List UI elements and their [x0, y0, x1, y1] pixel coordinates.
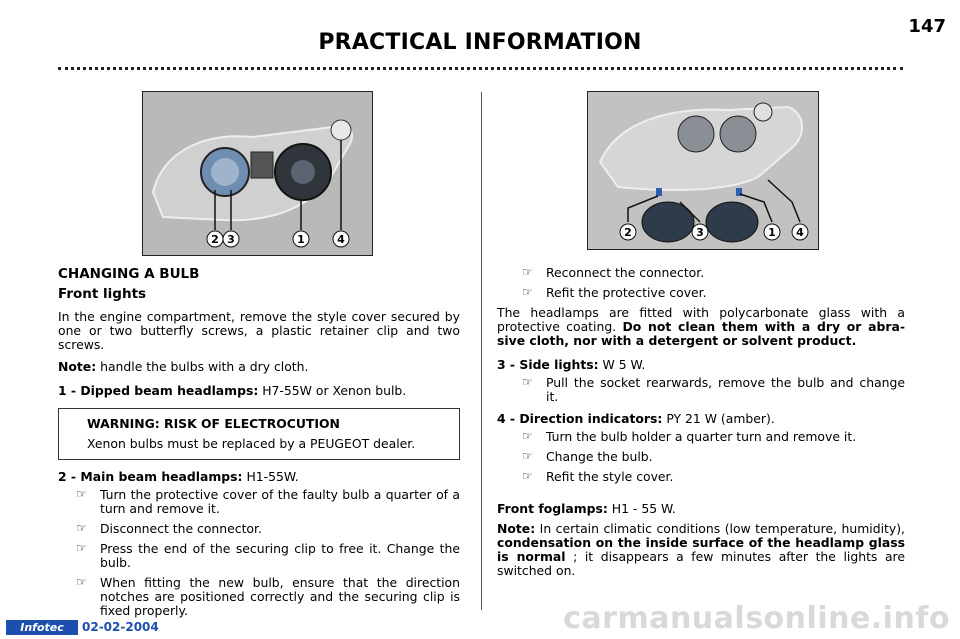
- right-column: ☞Reconnect the connector. ☞Refit the pro…: [497, 265, 905, 578]
- callout-4: 4: [337, 233, 345, 246]
- item-2-steps: ☞Turn the protective cover of the faulty…: [58, 487, 460, 618]
- callout-4: 4: [796, 226, 804, 239]
- infotec-logo: Infotec: [6, 620, 78, 635]
- item-4-label: 4 - Direction indicators:: [497, 411, 663, 426]
- pointing-hand-icon: ☞: [522, 265, 533, 279]
- pointing-hand-icon: ☞: [76, 575, 87, 589]
- warning-title: WARNING: RISK OF ELECTROCUTION: [87, 416, 340, 431]
- pointing-hand-icon: ☞: [522, 469, 533, 483]
- pointing-hand-icon: ☞: [522, 375, 533, 389]
- glass-paragraph: The headlamps are fitted with polycarbon…: [497, 305, 905, 348]
- item-1-text: H7-55W or Xenon bulb.: [258, 383, 407, 398]
- pointing-hand-icon: ☞: [522, 449, 533, 463]
- pointing-hand-icon: ☞: [76, 487, 87, 501]
- page-number: 147: [908, 16, 946, 37]
- item-3-text: W 5 W.: [598, 357, 646, 372]
- callout-3: 3: [227, 233, 235, 246]
- list-item: ☞Change the bulb.: [522, 449, 653, 464]
- watermark: carmanualsonline.info: [563, 601, 950, 636]
- item-4-steps: ☞Turn the bulb holder a quarter turn and…: [497, 429, 905, 484]
- note-text: handle the bulbs with a dry cloth.: [96, 359, 309, 374]
- list-item: ☞Refit the style cover.: [522, 469, 674, 484]
- left-column: CHANGING A BULB Front lights In the engi…: [58, 266, 460, 624]
- item-3-steps: ☞Pull the socket rearwards, remove the b…: [497, 375, 905, 404]
- callout-1: 1: [768, 226, 776, 239]
- pointing-hand-icon: ☞: [522, 429, 533, 443]
- note-label: Note:: [58, 359, 97, 374]
- list-item: ☞When fitting the new bulb, ensure that …: [76, 575, 460, 618]
- note-paragraph: Note: handle the bulbs with a dry cloth.: [58, 360, 460, 374]
- item-1-label: 1 - Dipped beam headlamps:: [58, 383, 259, 398]
- subsection-title: Front lights: [58, 286, 147, 302]
- callout-3: 3: [696, 226, 704, 239]
- intro-text: In the engine compartment, remove the st…: [58, 309, 460, 352]
- callout-2: 2: [211, 233, 219, 246]
- item-3-label: 3 - Side lights:: [497, 357, 599, 372]
- foglamps: Front foglamps: H1 - 55 W.: [497, 502, 905, 516]
- item-3: 3 - Side lights: W 5 W.: [497, 358, 905, 372]
- callout-2: 2: [624, 226, 632, 239]
- item-2: 2 - Main beam headlamps: H1-55W.: [58, 470, 460, 484]
- list-item: ☞Refit the protective cover.: [522, 285, 707, 300]
- footer-date: 02-02-2004: [82, 620, 159, 634]
- section-title: CHANGING A BULB: [58, 266, 200, 282]
- item-1: 1 - Dipped beam headlamps: H7-55W or Xen…: [58, 384, 460, 398]
- list-item: ☞Reconnect the connector.: [522, 265, 705, 280]
- list-item: ☞Press the end of the securing clip to f…: [76, 541, 460, 570]
- pointing-hand-icon: ☞: [76, 541, 87, 555]
- pointing-hand-icon: ☞: [522, 285, 533, 299]
- title-dotted-rule: [58, 67, 903, 70]
- list-item: ☞Turn the bulb holder a quarter turn and…: [522, 429, 857, 444]
- list-item: ☞Turn the protective cover of the faulty…: [76, 487, 460, 516]
- top-steps: ☞Reconnect the connector. ☞Refit the pro…: [497, 265, 905, 300]
- item-2-text: H1-55W.: [242, 469, 299, 484]
- list-item: ☞Disconnect the connector.: [76, 521, 262, 536]
- headlamp-rear-photo: 2 3 1 4: [587, 91, 819, 250]
- pointing-hand-icon: ☞: [76, 521, 87, 535]
- foglamps-text: H1 - 55 W.: [607, 501, 676, 516]
- page-title: PRACTICAL INFORMATION: [318, 30, 642, 55]
- warning-text: Xenon bulbs must be replaced by a PEUGEO…: [87, 436, 416, 451]
- item-2-label: 2 - Main beam headlamps:: [58, 469, 243, 484]
- headlamp-front-photo: 2 3 1 4: [142, 91, 373, 256]
- warning-box: WARNING: RISK OF ELECTROCUTION Xenon bul…: [58, 408, 460, 460]
- item-4: 4 - Direction indicators: PY 21 W (amber…: [497, 412, 905, 426]
- column-divider: [481, 92, 482, 610]
- callout-1: 1: [297, 233, 305, 246]
- note2-paragraph: Note: In certain climatic conditions (lo…: [497, 521, 905, 578]
- list-item: ☞Pull the socket rearwards, remove the b…: [522, 375, 905, 404]
- item-4-text: PY 21 W (amber).: [662, 411, 775, 426]
- foglamps-label: Front foglamps:: [497, 501, 608, 516]
